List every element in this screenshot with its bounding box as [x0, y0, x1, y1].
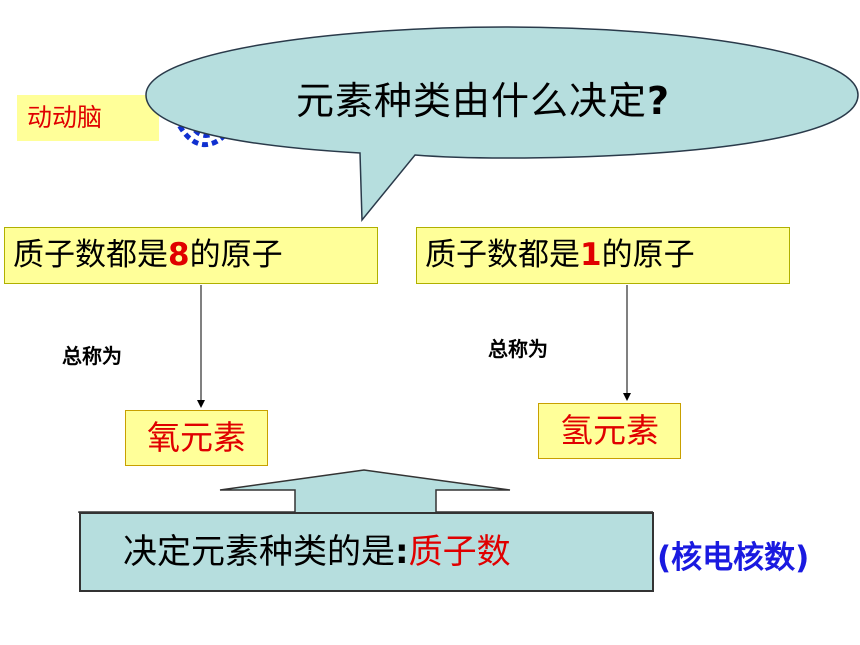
right-atom-prefix: 质子数都是 [425, 237, 580, 273]
right-atom-number: 1 [580, 237, 602, 273]
question-text: 元素种类由什么决定? [296, 70, 670, 125]
conclusion-box: 决定元素种类的是:质子数 [79, 512, 654, 592]
hydrogen-element-box: 氢元素 [538, 403, 681, 459]
left-caption: 总称为 [62, 344, 122, 368]
question-mark: ? [647, 79, 671, 123]
right-atom-box: 质子数都是1的原子 [416, 227, 790, 284]
conclusion-answer: 质子数 [408, 532, 511, 572]
conclusion-colon: : [395, 532, 409, 572]
right-atom-suffix: 的原子 [601, 237, 695, 273]
left-atom-suffix: 的原子 [189, 237, 283, 273]
conclusion-prefix: 决定元素种类的是 [123, 532, 395, 572]
oxygen-element-box: 氧元素 [125, 410, 268, 466]
left-atom-box: 质子数都是8的原子 [4, 227, 378, 284]
left-atom-number: 8 [168, 237, 190, 273]
right-caption: 总称为 [488, 337, 548, 361]
question-main: 元素种类由什么决定 [296, 79, 648, 123]
question-bubble [145, 26, 859, 223]
left-atom-prefix: 质子数都是 [13, 237, 168, 273]
side-note: (核电核数) [657, 540, 810, 576]
tag-label: 动动脑 [17, 95, 159, 141]
